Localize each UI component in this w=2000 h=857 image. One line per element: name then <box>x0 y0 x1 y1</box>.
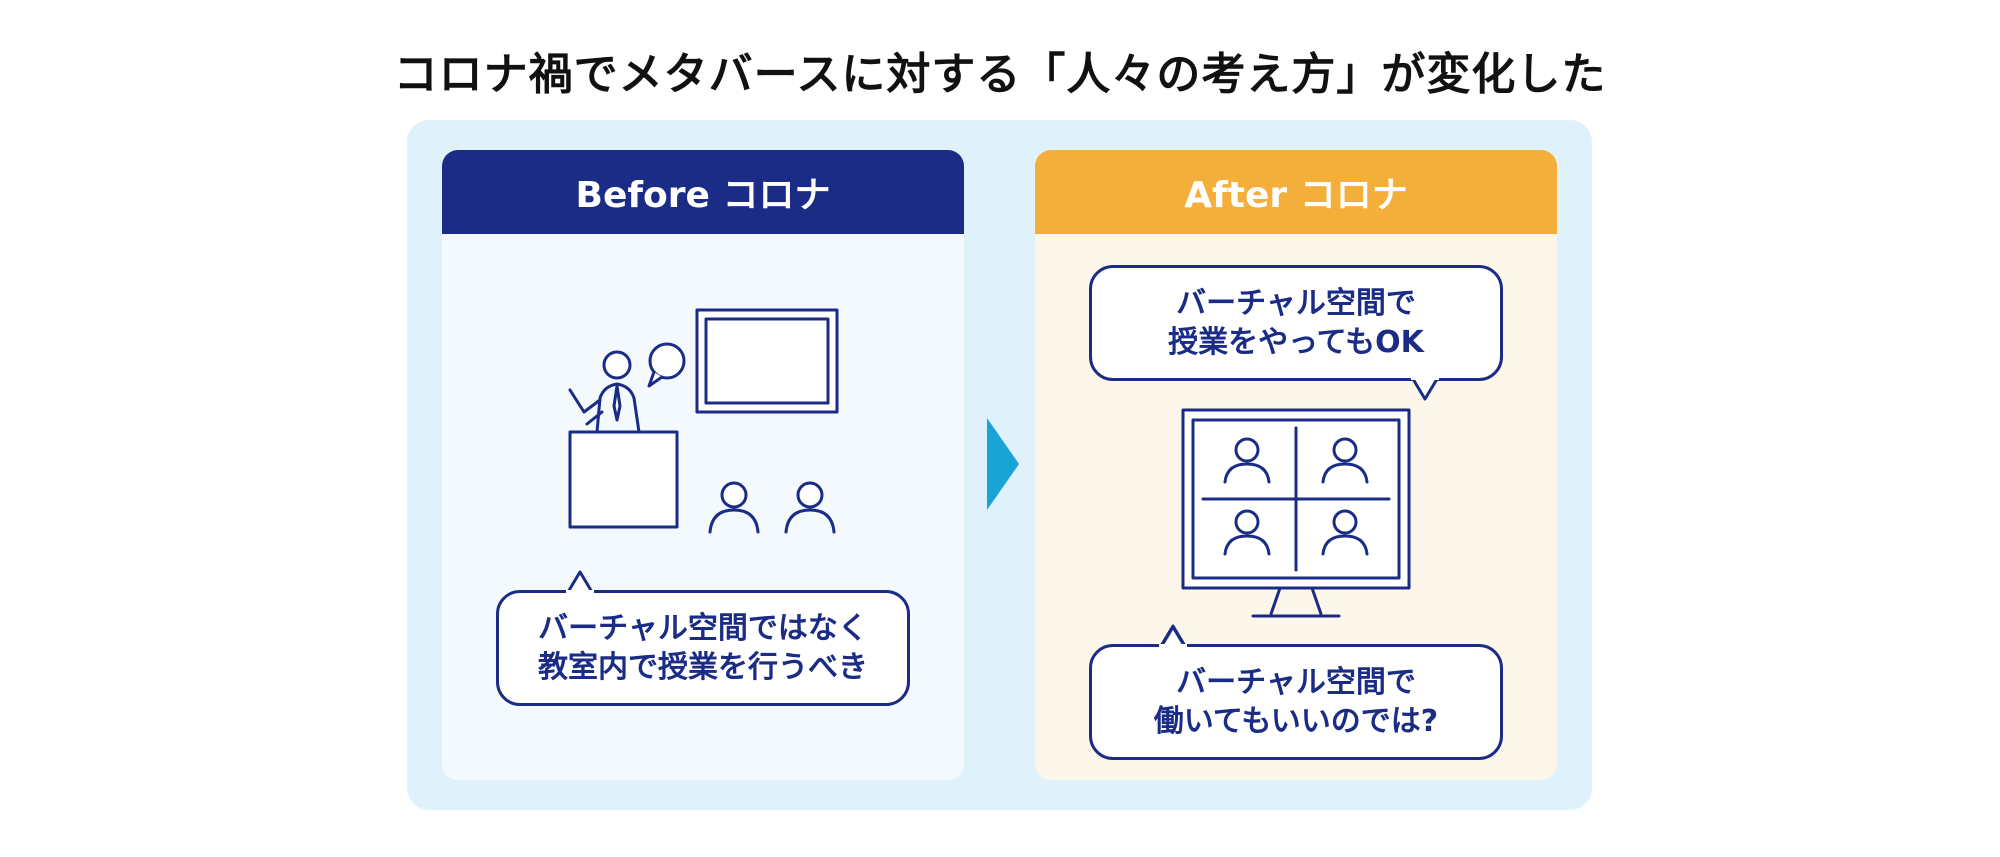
after-bottom-bubble-line-1: バーチャル空間で <box>1176 665 1416 700</box>
before-bubble-line-1: バーチャル空間ではなく <box>538 611 868 646</box>
after-header: After コロナ <box>1035 150 1557 234</box>
after-bottom-bubble-tail-cover <box>1159 625 1187 649</box>
after-bottom-speech-bubble: バーチャル空間で 働いてもいいのでは? <box>1089 644 1503 760</box>
after-panel: After コロナ バーチャル空間で 授業をやってもOK <box>1035 150 1557 780</box>
before-panel: Before コロナ <box>442 150 964 780</box>
page-title: コロナ禍でメタバースに対する「人々の考え方」が変化した <box>393 49 1607 100</box>
after-top-bubble-line-2: 授業をやってもOK <box>1168 325 1424 360</box>
comparison-container: Before コロナ <box>407 120 1592 810</box>
after-top-speech-bubble: バーチャル空間で 授業をやってもOK <box>1089 265 1503 381</box>
before-bubble-line-2: 教室内で授業を行うべき <box>538 650 868 685</box>
after-top-bubble-line-1: バーチャル空間で <box>1176 286 1416 321</box>
classroom-scene-icon <box>568 308 839 534</box>
before-speech-bubble: バーチャル空間ではなく 教室内で授業を行うべき <box>496 590 910 706</box>
after-bottom-bubble-line-2: 働いてもいいのでは? <box>1153 704 1439 739</box>
video-conference-monitor-icon <box>1159 376 1439 647</box>
right-arrow-icon <box>987 418 1019 510</box>
before-header: Before コロナ <box>442 150 964 234</box>
before-bubble-tail <box>566 570 594 594</box>
